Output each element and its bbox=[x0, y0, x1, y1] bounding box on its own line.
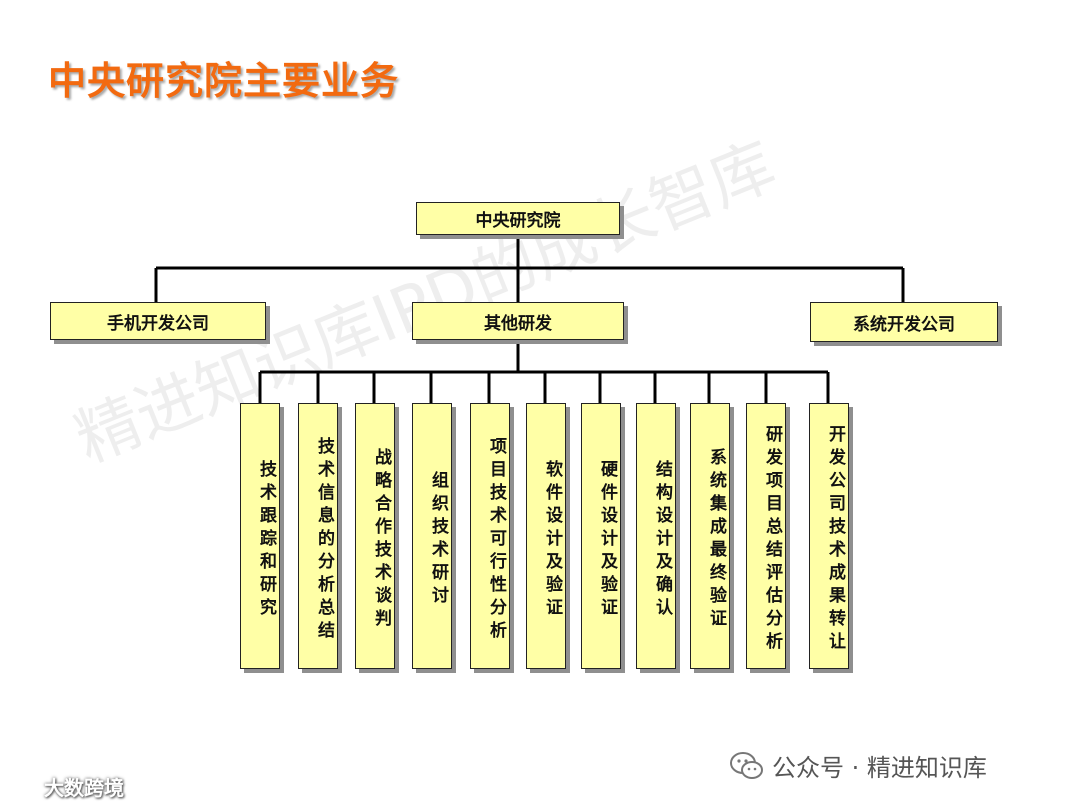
node-root: 中央研究院 bbox=[416, 202, 620, 235]
node-system-dev-label: 系统开发公司 bbox=[853, 314, 955, 335]
leaf-node-label: 结构设计及确认 bbox=[652, 459, 672, 621]
leaf-node-label: 组织技术研讨 bbox=[428, 471, 448, 609]
wechat-attribution: 公众号 · 精进知识库 bbox=[730, 748, 987, 783]
leaf-node: 开发公司技术成果转让 bbox=[809, 403, 849, 669]
leaf-node: 技术跟踪和研究 bbox=[240, 403, 280, 669]
leaf-node: 软件设计及验证 bbox=[526, 403, 566, 669]
leaf-node: 硬件设计及验证 bbox=[581, 403, 621, 669]
leaf-node-label: 研发项目总结评估分析 bbox=[762, 425, 782, 655]
wechat-account-label: 公众号 · 精进知识库 bbox=[772, 754, 987, 782]
leaf-node-label: 战略合作技术谈判 bbox=[371, 448, 391, 632]
node-root-label: 中央研究院 bbox=[475, 211, 561, 231]
wechat-icon bbox=[730, 751, 764, 781]
leaf-node: 系统集成最终验证 bbox=[690, 403, 730, 669]
leaf-node-label: 技术跟踪和研究 bbox=[256, 459, 276, 621]
leaf-node: 技术信息的分析总结 bbox=[298, 403, 338, 669]
brand-watermark: 大数跨境 bbox=[8, 772, 124, 801]
leaf-node: 战略合作技术谈判 bbox=[355, 403, 395, 669]
leaf-node-label: 项目技术可行性分析 bbox=[486, 436, 506, 644]
brand-label: 大数跨境 bbox=[44, 776, 124, 800]
node-other-rd-label: 其他研发 bbox=[484, 313, 552, 334]
node-mobile-dev-label: 手机开发公司 bbox=[107, 313, 209, 334]
node-mobile-dev: 手机开发公司 bbox=[50, 302, 266, 340]
leaf-node: 结构设计及确认 bbox=[636, 403, 676, 669]
leaf-node-label: 开发公司技术成果转让 bbox=[825, 425, 845, 655]
page-title: 中央研究院主要业务 bbox=[48, 58, 400, 103]
leaf-node-label: 系统集成最终验证 bbox=[706, 448, 726, 632]
leaf-node: 研发项目总结评估分析 bbox=[746, 403, 786, 669]
leaf-node-label: 软件设计及验证 bbox=[542, 459, 562, 621]
leaf-node-label: 硬件设计及验证 bbox=[597, 459, 617, 621]
brand-logo-icon bbox=[8, 774, 38, 799]
node-system-dev: 系统开发公司 bbox=[810, 302, 998, 342]
leaf-node: 项目技术可行性分析 bbox=[470, 403, 510, 669]
leaf-node: 组织技术研讨 bbox=[412, 403, 452, 669]
leaf-node-label: 技术信息的分析总结 bbox=[314, 436, 334, 644]
node-other-rd: 其他研发 bbox=[412, 302, 624, 340]
